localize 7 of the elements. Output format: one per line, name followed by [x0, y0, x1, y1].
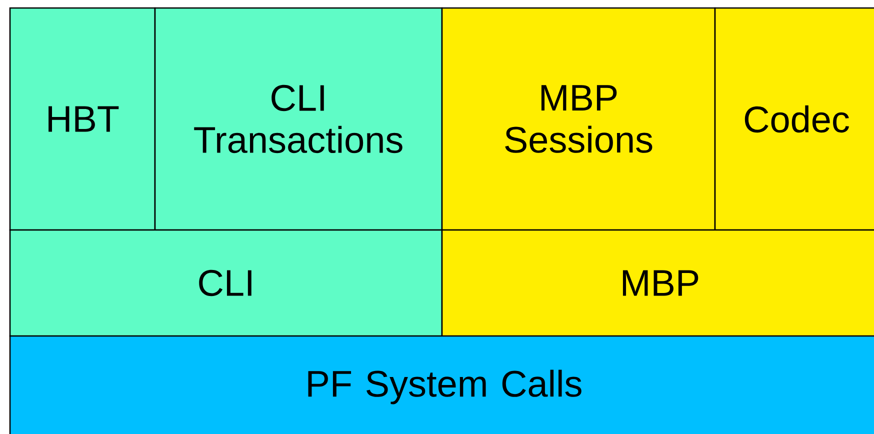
layer-box: MBP Sessions [441, 7, 716, 231]
layer-box: HBT [9, 7, 156, 231]
layer-box: CLI [9, 229, 443, 337]
layer-box: PF System Calls [9, 335, 874, 434]
layer-box: CLI Transactions [154, 7, 443, 231]
layer-box: Codec [714, 7, 874, 231]
layer-box: MBP [441, 229, 874, 337]
